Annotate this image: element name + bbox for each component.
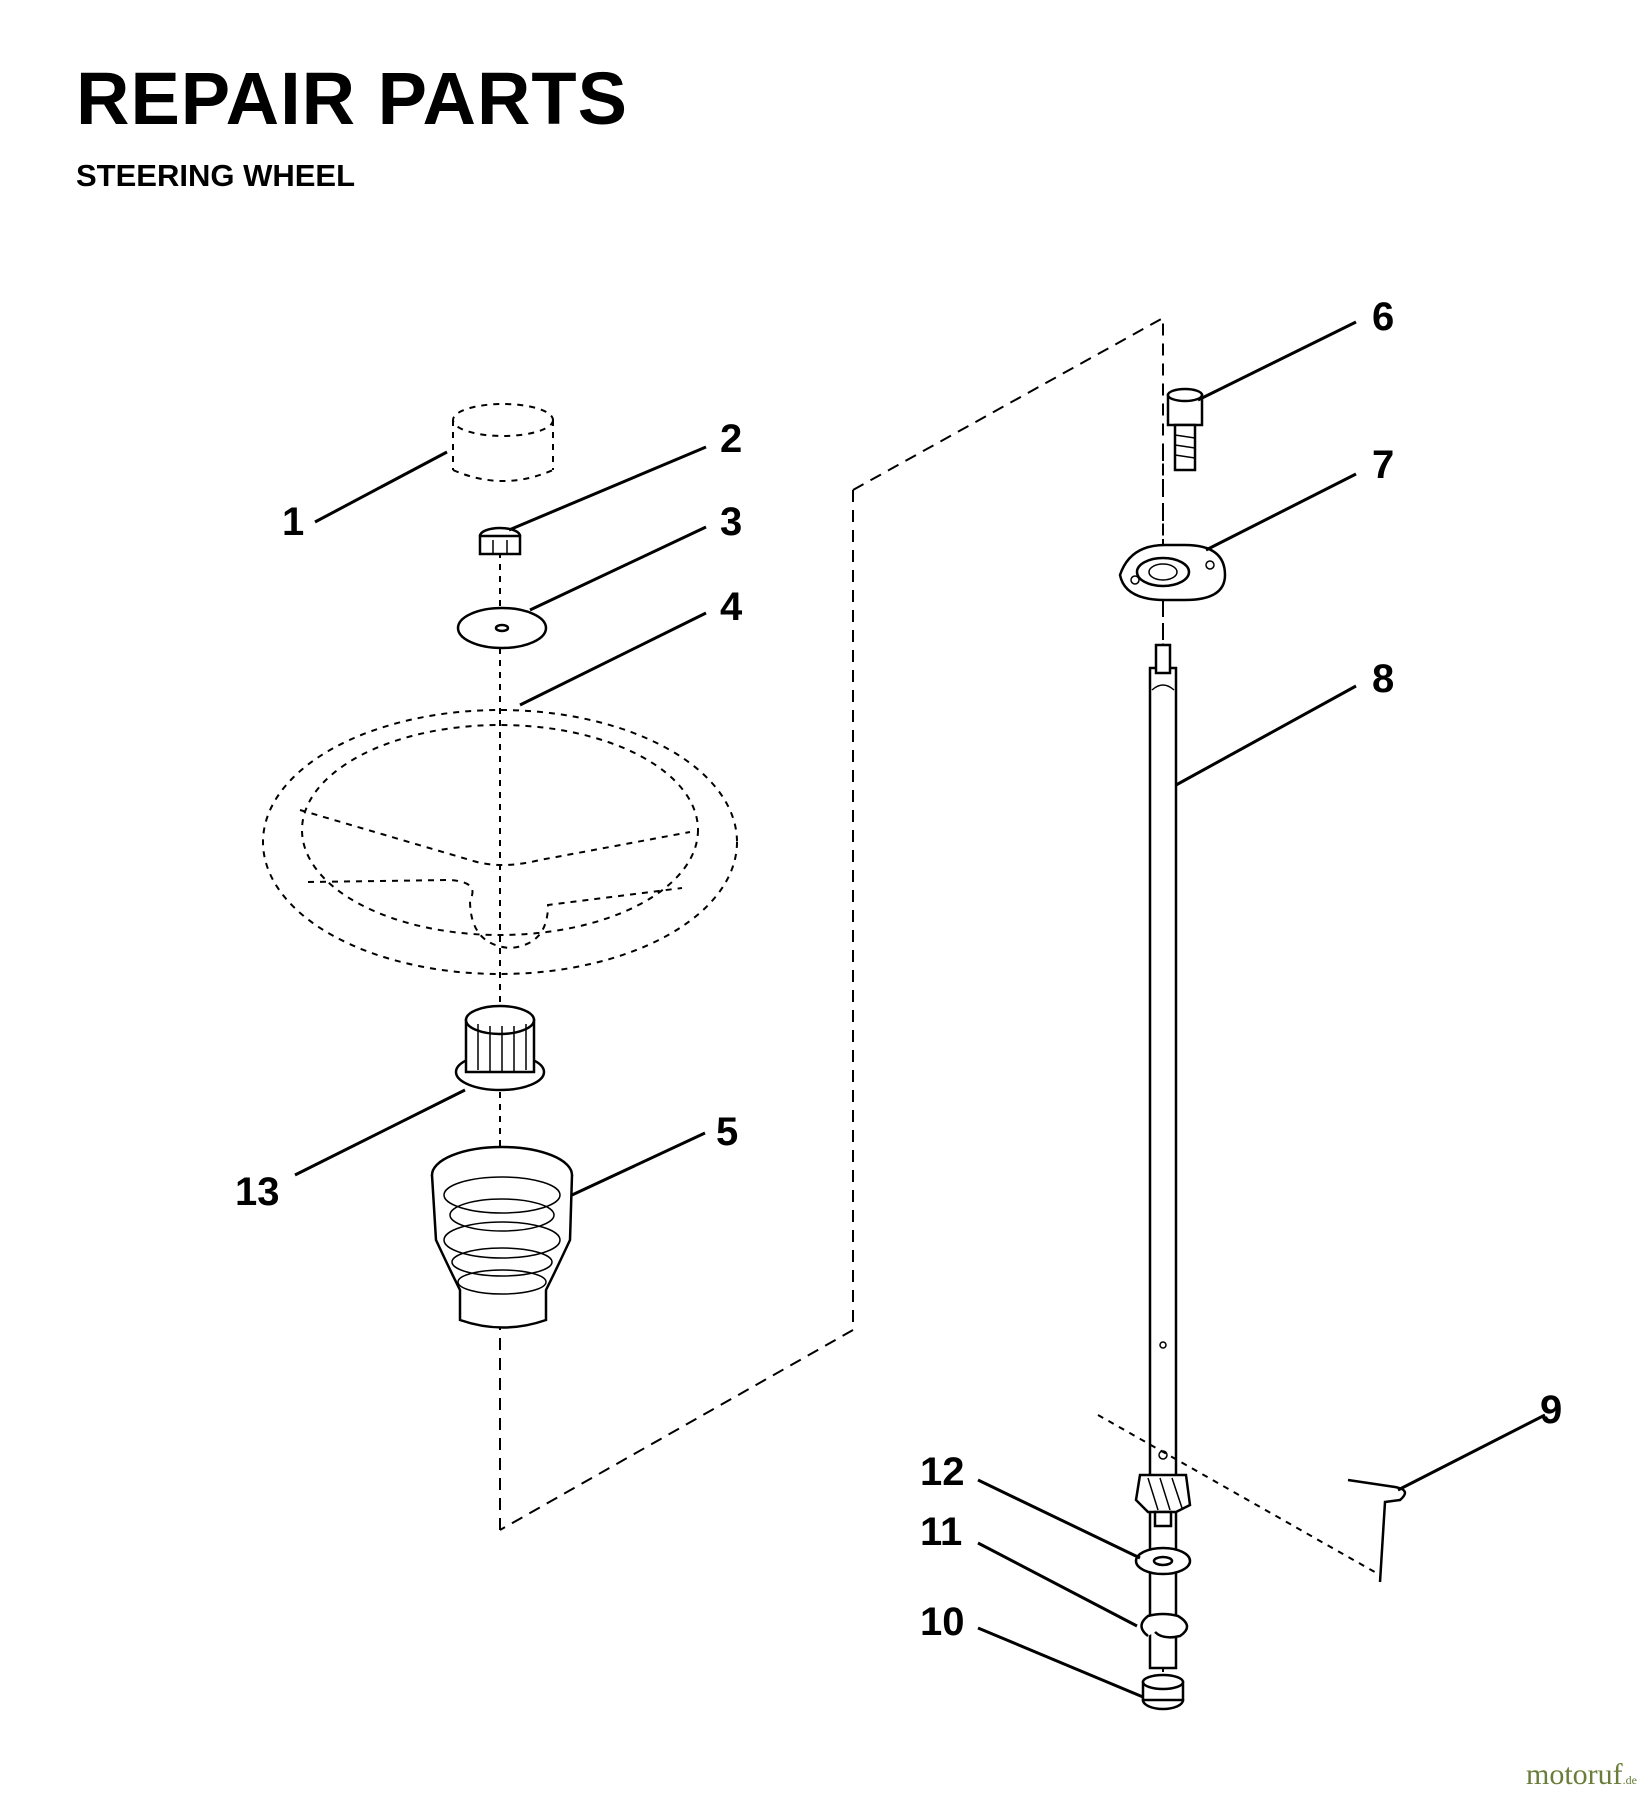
callout-3: 3 <box>720 500 742 544</box>
part-pinion-gear <box>1134 1473 1192 1528</box>
part-retaining-ring <box>1140 1612 1189 1639</box>
part-adapter <box>454 1004 546 1092</box>
part-boot <box>430 1145 574 1329</box>
callout-9: 9 <box>1540 1388 1562 1432</box>
page-title: REPAIR PARTS <box>76 57 628 140</box>
callout-13: 13 <box>235 1170 280 1214</box>
part-bolt <box>1166 387 1204 472</box>
callout-12: 12 <box>920 1450 965 1494</box>
part-washer <box>456 606 548 650</box>
leader-lines <box>294 320 1546 1699</box>
callout-6: 6 <box>1372 295 1394 339</box>
part-flange-bearing <box>1118 543 1227 602</box>
callout-4: 4 <box>720 585 743 629</box>
callout-10: 10 <box>920 1600 965 1644</box>
callout-2: 2 <box>720 417 742 461</box>
part-steering-wheel <box>262 709 738 975</box>
callout-8: 8 <box>1372 657 1394 701</box>
part-cap <box>452 403 554 482</box>
callout-1: 1 <box>282 500 304 544</box>
part-bottom-nut <box>1141 1673 1185 1711</box>
page-subtitle: STEERING WHEEL <box>76 158 356 193</box>
callout-11: 11 <box>920 1510 962 1554</box>
part-nut <box>478 526 522 556</box>
callout-5: 5 <box>716 1110 738 1154</box>
reference-panel-outline <box>499 316 1164 1531</box>
watermark-logo: motoruf.de <box>1526 1758 1637 1791</box>
part-bracket <box>1347 1478 1407 1583</box>
callout-7: 7 <box>1372 443 1394 487</box>
part-small-washer <box>1134 1546 1192 1576</box>
